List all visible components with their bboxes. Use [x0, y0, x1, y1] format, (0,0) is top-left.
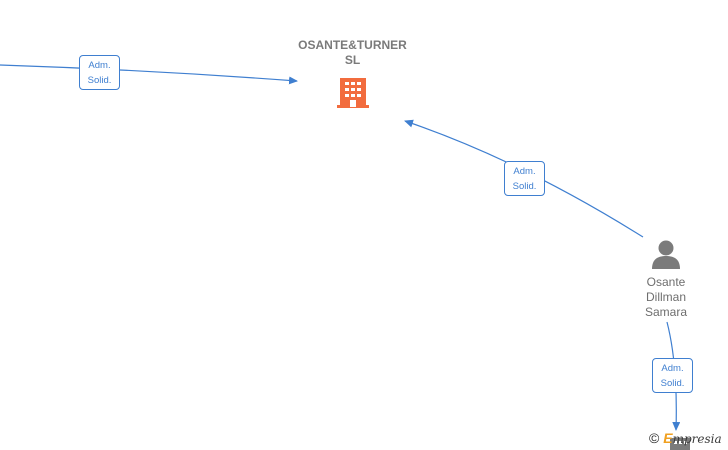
edge-role-label[interactable]: Adm. Solid. [79, 55, 120, 90]
copyright-symbol: © [649, 430, 660, 446]
edge-role-line-1: Adm. [661, 363, 684, 374]
person-name-line-2: Dillman [645, 290, 686, 304]
edge-role-line-2: Solid. [87, 75, 112, 86]
edge-role-line-2: Solid. [660, 378, 685, 389]
edge-role-label[interactable]: Adm. Solid. [652, 358, 693, 393]
edge-role-line-1: Adm. [88, 60, 111, 71]
watermark: © Empresia [649, 428, 722, 449]
edge-role-line-2: Solid. [512, 181, 537, 192]
person-name-line-1: Osante [646, 275, 686, 289]
company-name-line-1: OSANTE&TURNER [298, 38, 407, 52]
company-name-line-2: SL [344, 53, 361, 67]
company-name[interactable]: OSANTE&TURNER SL [270, 38, 435, 68]
building-icon[interactable] [337, 78, 369, 108]
building-icon-partial[interactable] [670, 438, 690, 450]
person-icon[interactable] [652, 240, 680, 270]
edge-role-line-1: Adm. [513, 166, 536, 177]
edge-left-to-company [0, 64, 298, 85]
brand-initial: E [663, 430, 673, 446]
person-name-line-3: Samara [644, 305, 688, 319]
person-name[interactable]: Osante Dillman Samara [622, 275, 710, 320]
brand-rest: mpresia [672, 432, 722, 446]
edge-role-label[interactable]: Adm. Solid. [504, 161, 545, 196]
